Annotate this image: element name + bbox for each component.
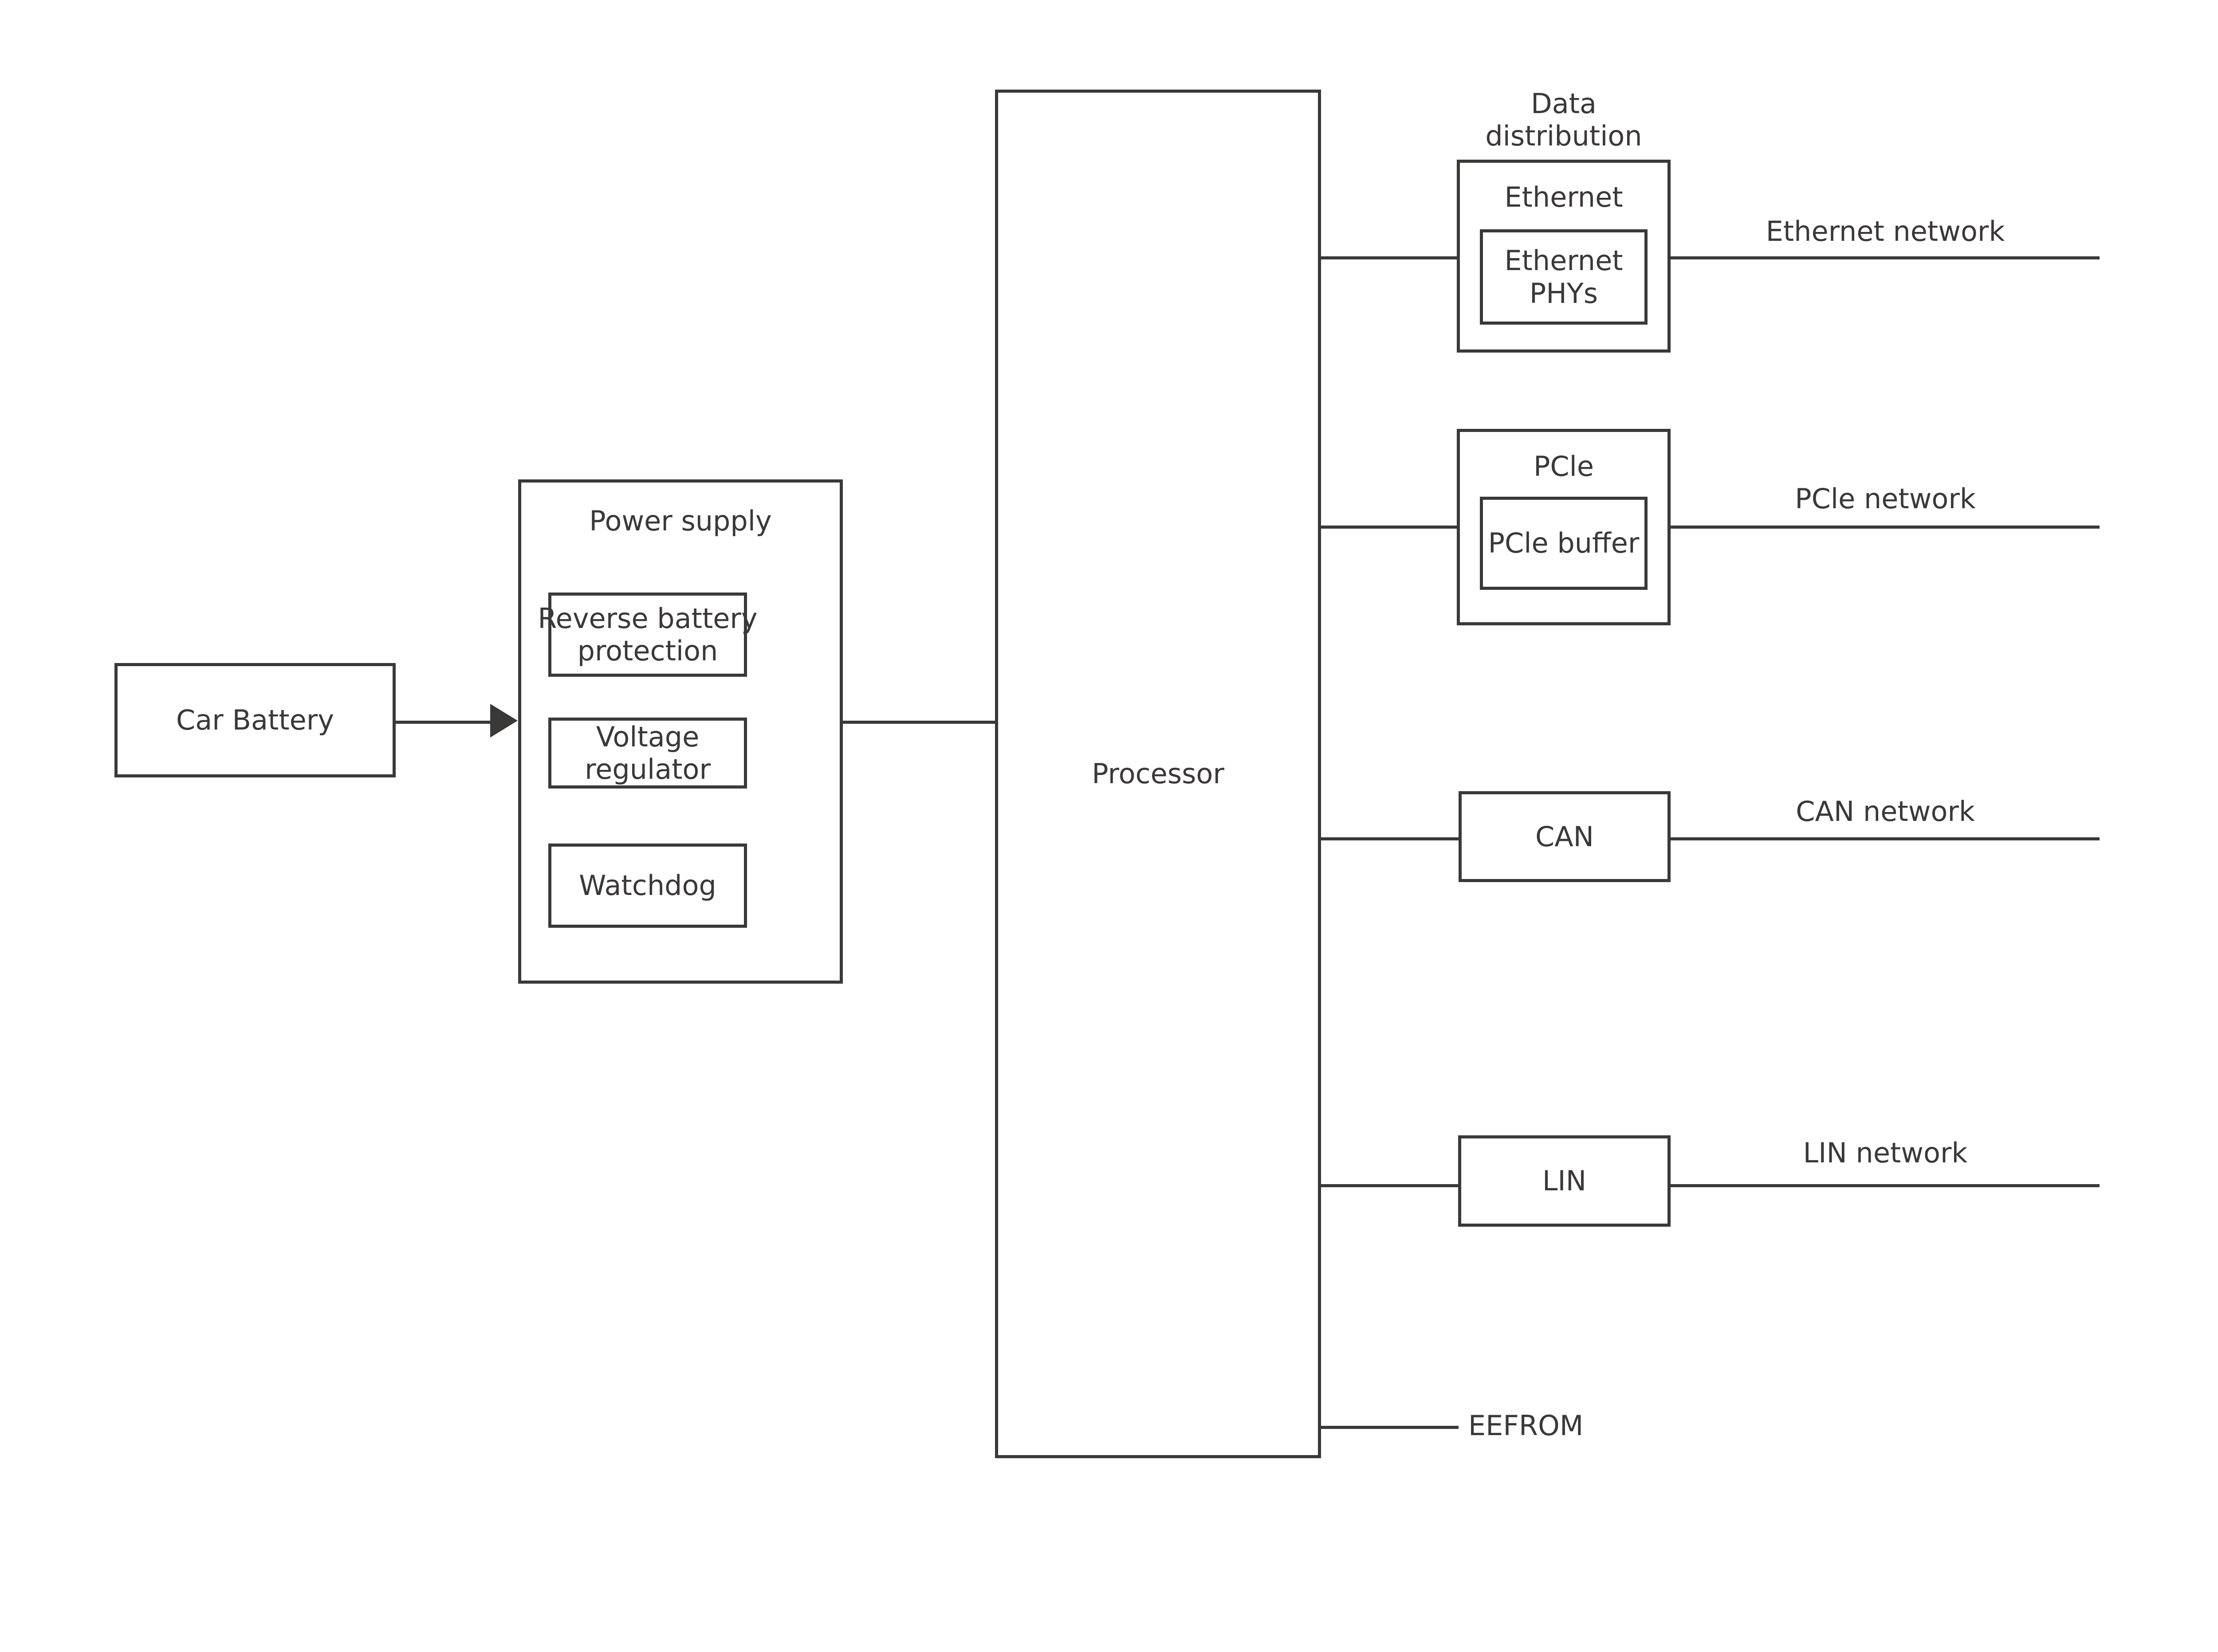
lin-block[interactable] <box>1458 1135 1671 1227</box>
can-block[interactable] <box>1459 791 1671 882</box>
power-supply-to-processor-line <box>843 721 995 724</box>
battery-to-power-supply-line <box>395 721 490 724</box>
voltage-regulator-block[interactable] <box>548 718 747 789</box>
processor-to-can-line <box>1321 837 1459 840</box>
can-network-label: CAN network <box>1796 795 1975 828</box>
processor-to-pcie-line <box>1321 526 1459 529</box>
data-distribution-group-label: Data distribution <box>1485 87 1642 152</box>
lin-network-line <box>1671 1184 2100 1187</box>
car-battery-block[interactable] <box>114 663 396 777</box>
watchdog-block[interactable] <box>548 844 747 928</box>
can-network-line <box>1671 837 2100 840</box>
lin-network-label: LIN network <box>1803 1137 1968 1169</box>
ethernet-network-label: Ethernet network <box>1766 215 2005 248</box>
pcie-buffer-block[interactable] <box>1480 497 1648 590</box>
reverse-battery-protection-block[interactable] <box>548 593 747 677</box>
battery-to-power-supply-arrowhead <box>490 704 518 738</box>
pcie-network-line <box>1671 526 2100 529</box>
processor-block[interactable] <box>995 90 1321 1458</box>
ethernet-phys-block[interactable] <box>1480 229 1648 325</box>
processor-to-lin-line <box>1321 1184 1459 1187</box>
processor-to-eefrom-line <box>1321 1426 1459 1429</box>
pcie-network-label: PCle network <box>1795 483 1976 515</box>
eefrom-label: EEFROM <box>1468 1409 1584 1442</box>
ethernet-network-line <box>1671 256 2100 259</box>
processor-to-ethernet-line <box>1321 256 1459 259</box>
